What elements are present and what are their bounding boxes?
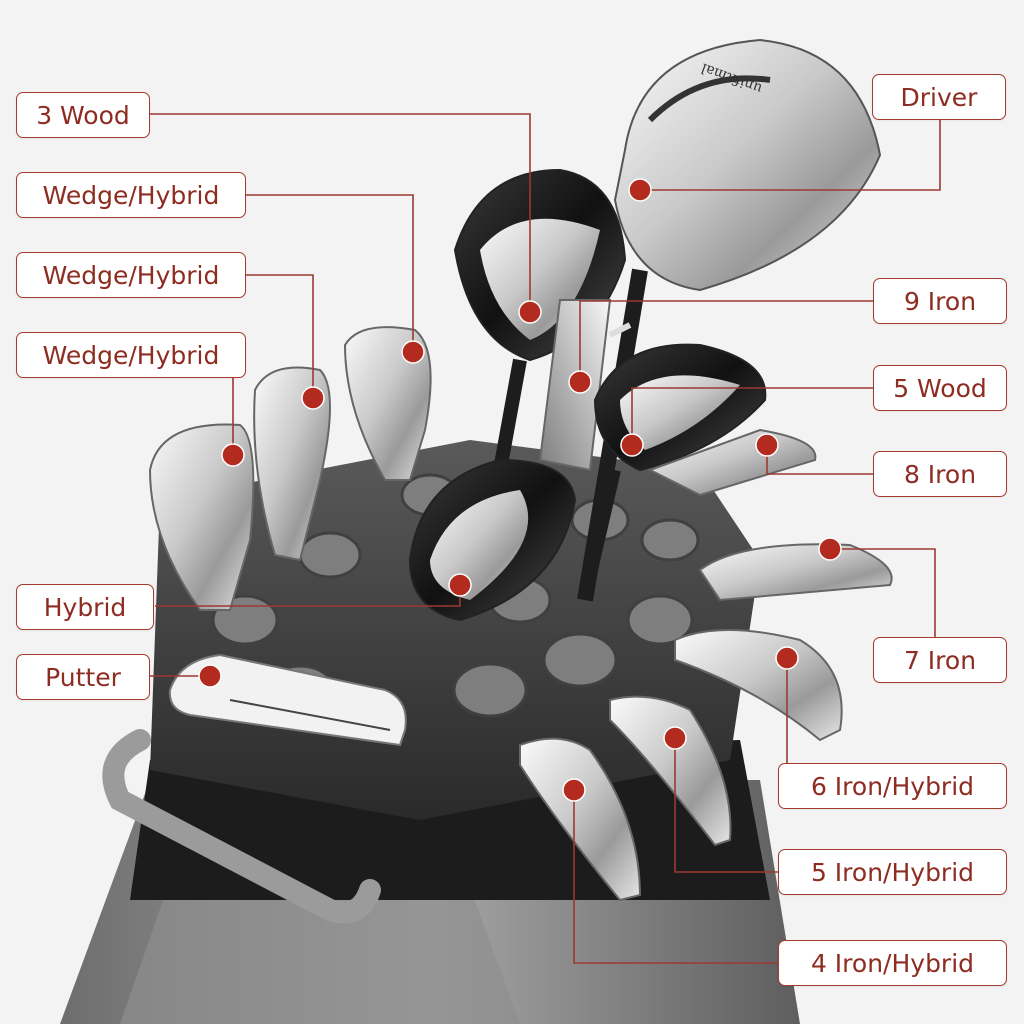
dot-putter: [198, 664, 222, 688]
label-5-wood: 5 Wood: [873, 365, 1007, 411]
label-7-iron: 7 Iron: [873, 637, 1007, 683]
dot-iron8: [755, 433, 779, 457]
dot-driver: [628, 178, 652, 202]
dot-iron9: [568, 370, 592, 394]
label-9-iron: 9 Iron: [873, 278, 1007, 324]
dot-wood5: [620, 433, 644, 457]
dot-wedge3: [221, 443, 245, 467]
putter-club: [168, 653, 407, 747]
label-wedge-hybrid-3: Wedge/Hybrid: [16, 332, 246, 378]
bag-handle: [102, 729, 381, 924]
dot-wood3: [518, 300, 542, 324]
label-wedge-hybrid-2: Wedge/Hybrid: [16, 252, 246, 298]
right-irons: [519, 543, 893, 902]
label-hybrid: Hybrid: [16, 584, 154, 630]
dot-iron7: [818, 537, 842, 561]
label-8-iron: 8 Iron: [873, 451, 1007, 497]
label-driver: Driver: [872, 74, 1006, 120]
label-putter: Putter: [16, 654, 150, 700]
wedge-clubs: [148, 326, 432, 611]
label-6-iron-hybrid: 6 Iron/Hybrid: [778, 763, 1007, 809]
label-3-wood: 3 Wood: [16, 92, 150, 138]
bag-body-panel: [120, 860, 520, 1024]
dot-hybrid: [448, 573, 472, 597]
dot-wedge1: [401, 340, 425, 364]
divider-slots: [211, 473, 700, 718]
dot-wedge2: [301, 386, 325, 410]
dot-iron4: [562, 778, 586, 802]
dot-iron6: [775, 646, 799, 670]
label-4-iron-hybrid: 4 Iron/Hybrid: [778, 940, 1007, 986]
label-wedge-hybrid-1: Wedge/Hybrid: [16, 172, 246, 218]
label-5-iron-hybrid: 5 Iron/Hybrid: [778, 849, 1007, 895]
dot-iron5: [663, 726, 687, 750]
marker-dots: [198, 178, 842, 802]
